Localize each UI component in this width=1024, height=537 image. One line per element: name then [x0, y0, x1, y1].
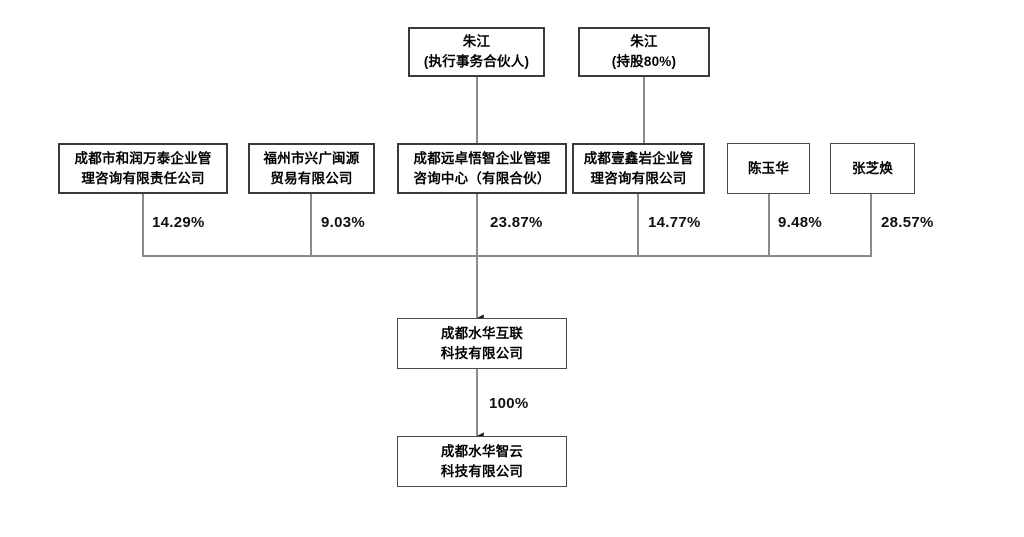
node-zhujiang-executive-partner[interactable]: 朱江 (执行事务合伙人) [408, 27, 545, 77]
percent-label-xingguangminyuan: 9.03% [321, 214, 366, 231]
percent-label-subsidiary: 100% [489, 395, 529, 412]
node-subsidiary-shuihuazhiyun[interactable]: 成都水华智云 科技有限公司 [397, 436, 567, 487]
node-target-company-shuihuahulian[interactable]: 成都水华互联 科技有限公司 [397, 318, 567, 369]
percent-label-chenyuhua: 9.48% [778, 214, 823, 231]
node-shareholder-yixinyan[interactable]: 成都壹鑫岩企业管 理咨询有限公司 [572, 143, 705, 194]
percent-label-zhangzhihuan: 28.57% [881, 214, 934, 231]
node-zhujiang-80-percent[interactable]: 朱江 (持股80%) [578, 27, 710, 77]
node-shareholder-chenyuhua[interactable]: 陈玉华 [727, 143, 810, 194]
percent-label-herunwantai: 14.29% [152, 214, 205, 231]
node-shareholder-herunwantai[interactable]: 成都市和润万泰企业管 理咨询有限责任公司 [58, 143, 228, 194]
node-shareholder-xingguangminyuan[interactable]: 福州市兴广闽源 贸易有限公司 [248, 143, 375, 194]
node-shareholder-yuanzhuowuzhi[interactable]: 成都远卓悟智企业管理 咨询中心（有限合伙） [397, 143, 567, 194]
percent-label-yixinyan: 14.77% [648, 214, 701, 231]
node-shareholder-zhangzhihuan[interactable]: 张芝焕 [830, 143, 915, 194]
percent-label-yuanzhuowuzhi: 23.87% [490, 214, 543, 231]
